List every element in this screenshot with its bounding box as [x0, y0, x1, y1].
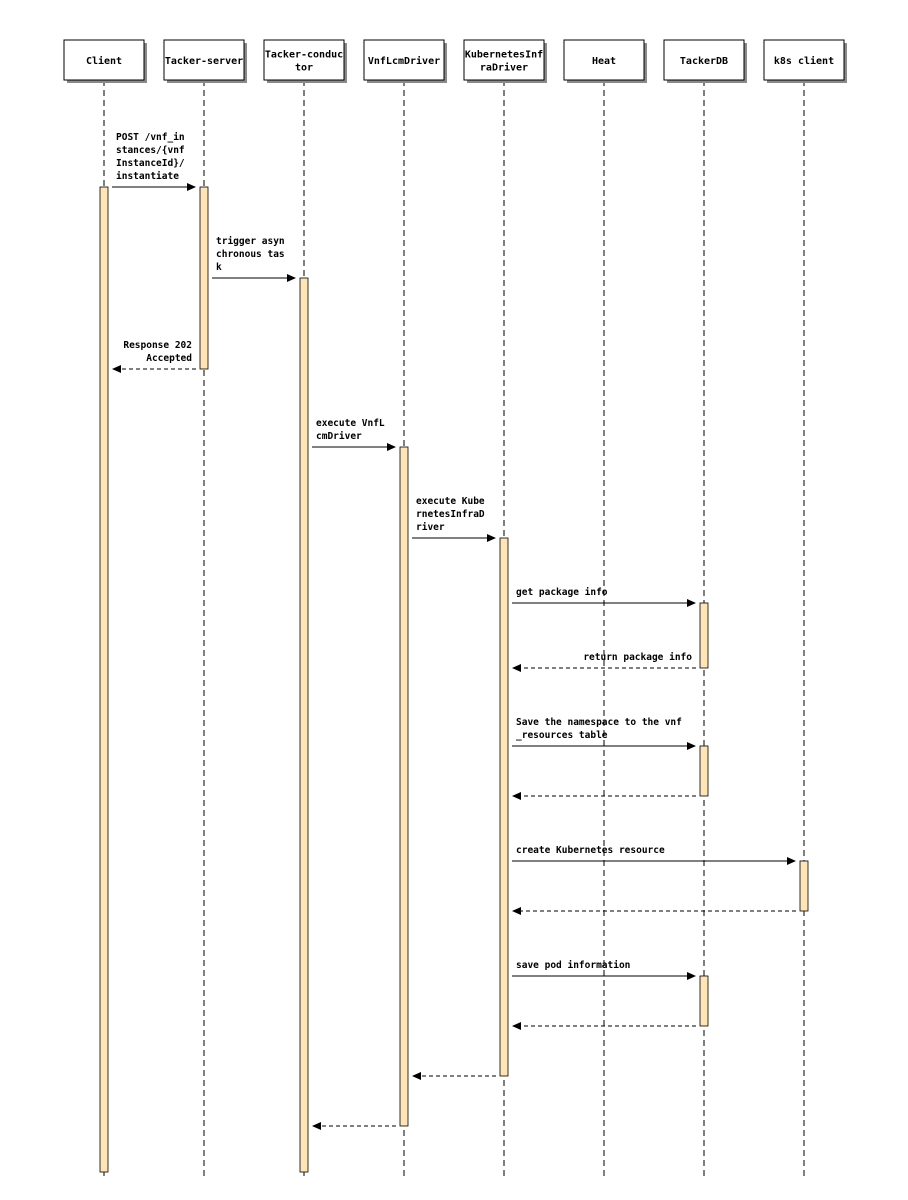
actor-heat: Heat	[563, 39, 647, 83]
message-label: stances/{vnf	[116, 145, 185, 156]
message-label: Accepted	[146, 353, 192, 364]
actor-client: Client	[63, 39, 147, 83]
activation-bar-k8s_client	[799, 860, 809, 912]
actor-label: tor	[295, 63, 313, 74]
message-label: return package info	[583, 652, 692, 663]
activation-bars	[99, 186, 809, 1173]
actor-label: Tacker-conduc	[265, 50, 343, 61]
actor-box	[563, 39, 645, 81]
message-label: execute VnfL	[316, 418, 385, 429]
actor-tacker_server: Tacker-server	[163, 39, 247, 83]
actor-box	[63, 39, 145, 81]
activation-bar-tacker_db	[699, 745, 709, 797]
actor-box	[463, 39, 545, 81]
arrowhead-icon	[787, 857, 796, 865]
message-8: Save the namespace to the vnf _resources …	[512, 717, 696, 750]
lifelines	[103, 80, 805, 1180]
activation-bar-client	[99, 186, 109, 1173]
message-label: k	[216, 262, 222, 273]
actor-label: Tacker-server	[165, 56, 243, 67]
message-7: return package info	[512, 652, 696, 672]
message-2: trigger asyn chronous tas k	[212, 236, 296, 282]
activation-bar-vnflcm_driver	[399, 446, 409, 1127]
arrowhead-icon	[687, 742, 696, 750]
message-label: InstanceId}/	[116, 158, 185, 169]
activation-bar-k8s_infra_driver	[499, 537, 509, 1077]
message-6: get package info	[512, 587, 696, 607]
message-11	[512, 907, 796, 915]
arrowhead-icon	[487, 534, 496, 542]
arrowhead-icon	[512, 1022, 521, 1030]
actor-tacker_conductor: Tacker-conduc tor	[263, 39, 347, 83]
actor-vnflcm_driver: VnfLcmDriver	[363, 39, 447, 83]
message-label: trigger asyn	[216, 236, 285, 247]
actor-box	[163, 39, 245, 81]
arrowhead-icon	[512, 664, 521, 672]
actor-label: k8s client	[774, 55, 834, 67]
actor-label: Client	[86, 55, 122, 67]
arrowhead-icon	[187, 183, 196, 191]
actor-box	[363, 39, 445, 81]
message-5: execute Kube rnetesInfraD river	[412, 496, 496, 542]
arrowhead-icon	[687, 599, 696, 607]
arrowhead-icon	[512, 907, 521, 915]
message-label: Response 202	[123, 340, 192, 351]
actor-label: KubernetesInf	[465, 50, 543, 61]
message-label: rnetesInfraD	[416, 509, 485, 520]
actors: Client Tacker-server Tacker-conduc tor VnfLc…	[63, 39, 847, 83]
message-13	[512, 1022, 696, 1030]
actor-label: Heat	[592, 56, 616, 67]
activation-bar-tacker_db	[699, 975, 709, 1027]
message-12: save pod information	[512, 960, 696, 980]
message-label: river	[416, 522, 445, 533]
arrowhead-icon	[287, 274, 296, 282]
actor-label: raDriver	[480, 62, 528, 74]
message-label: chronous tas	[216, 249, 285, 260]
activation-bar-tacker_conductor	[299, 277, 309, 1173]
actor-box	[663, 39, 745, 81]
message-label: instantiate	[116, 171, 179, 182]
actor-box	[763, 39, 845, 81]
activation-bar-tacker_db	[699, 602, 709, 669]
message-label: cmDriver	[316, 431, 362, 442]
actor-label: TackerDB	[680, 56, 728, 67]
arrowhead-icon	[387, 443, 396, 451]
message-10: create Kubernetes resource	[512, 845, 796, 865]
actor-k8s_client: k8s client	[763, 39, 847, 83]
arrowhead-icon	[412, 1072, 421, 1080]
message-label: POST /vnf_in	[116, 132, 185, 143]
message-label: _resources table	[516, 730, 608, 741]
arrowhead-icon	[687, 972, 696, 980]
actor-label: VnfLcmDriver	[368, 55, 440, 67]
message-14	[412, 1072, 496, 1080]
actor-box	[263, 39, 345, 81]
arrowhead-icon	[112, 365, 121, 373]
message-9	[512, 792, 696, 800]
activation-bar-tacker_server	[199, 186, 209, 370]
arrowhead-icon	[512, 792, 521, 800]
arrowhead-icon	[312, 1122, 321, 1130]
message-15	[312, 1122, 396, 1130]
message-label: execute Kube	[416, 496, 485, 507]
message-label: get package info	[516, 587, 608, 598]
message-label: Save the namespace to the vnf	[516, 717, 682, 728]
message-4: execute VnfL cmDriver	[312, 418, 396, 451]
message-label: create Kubernetes resource	[516, 845, 665, 856]
message-label: save pod information	[516, 960, 630, 971]
actor-tacker_db: TackerDB	[663, 39, 747, 83]
